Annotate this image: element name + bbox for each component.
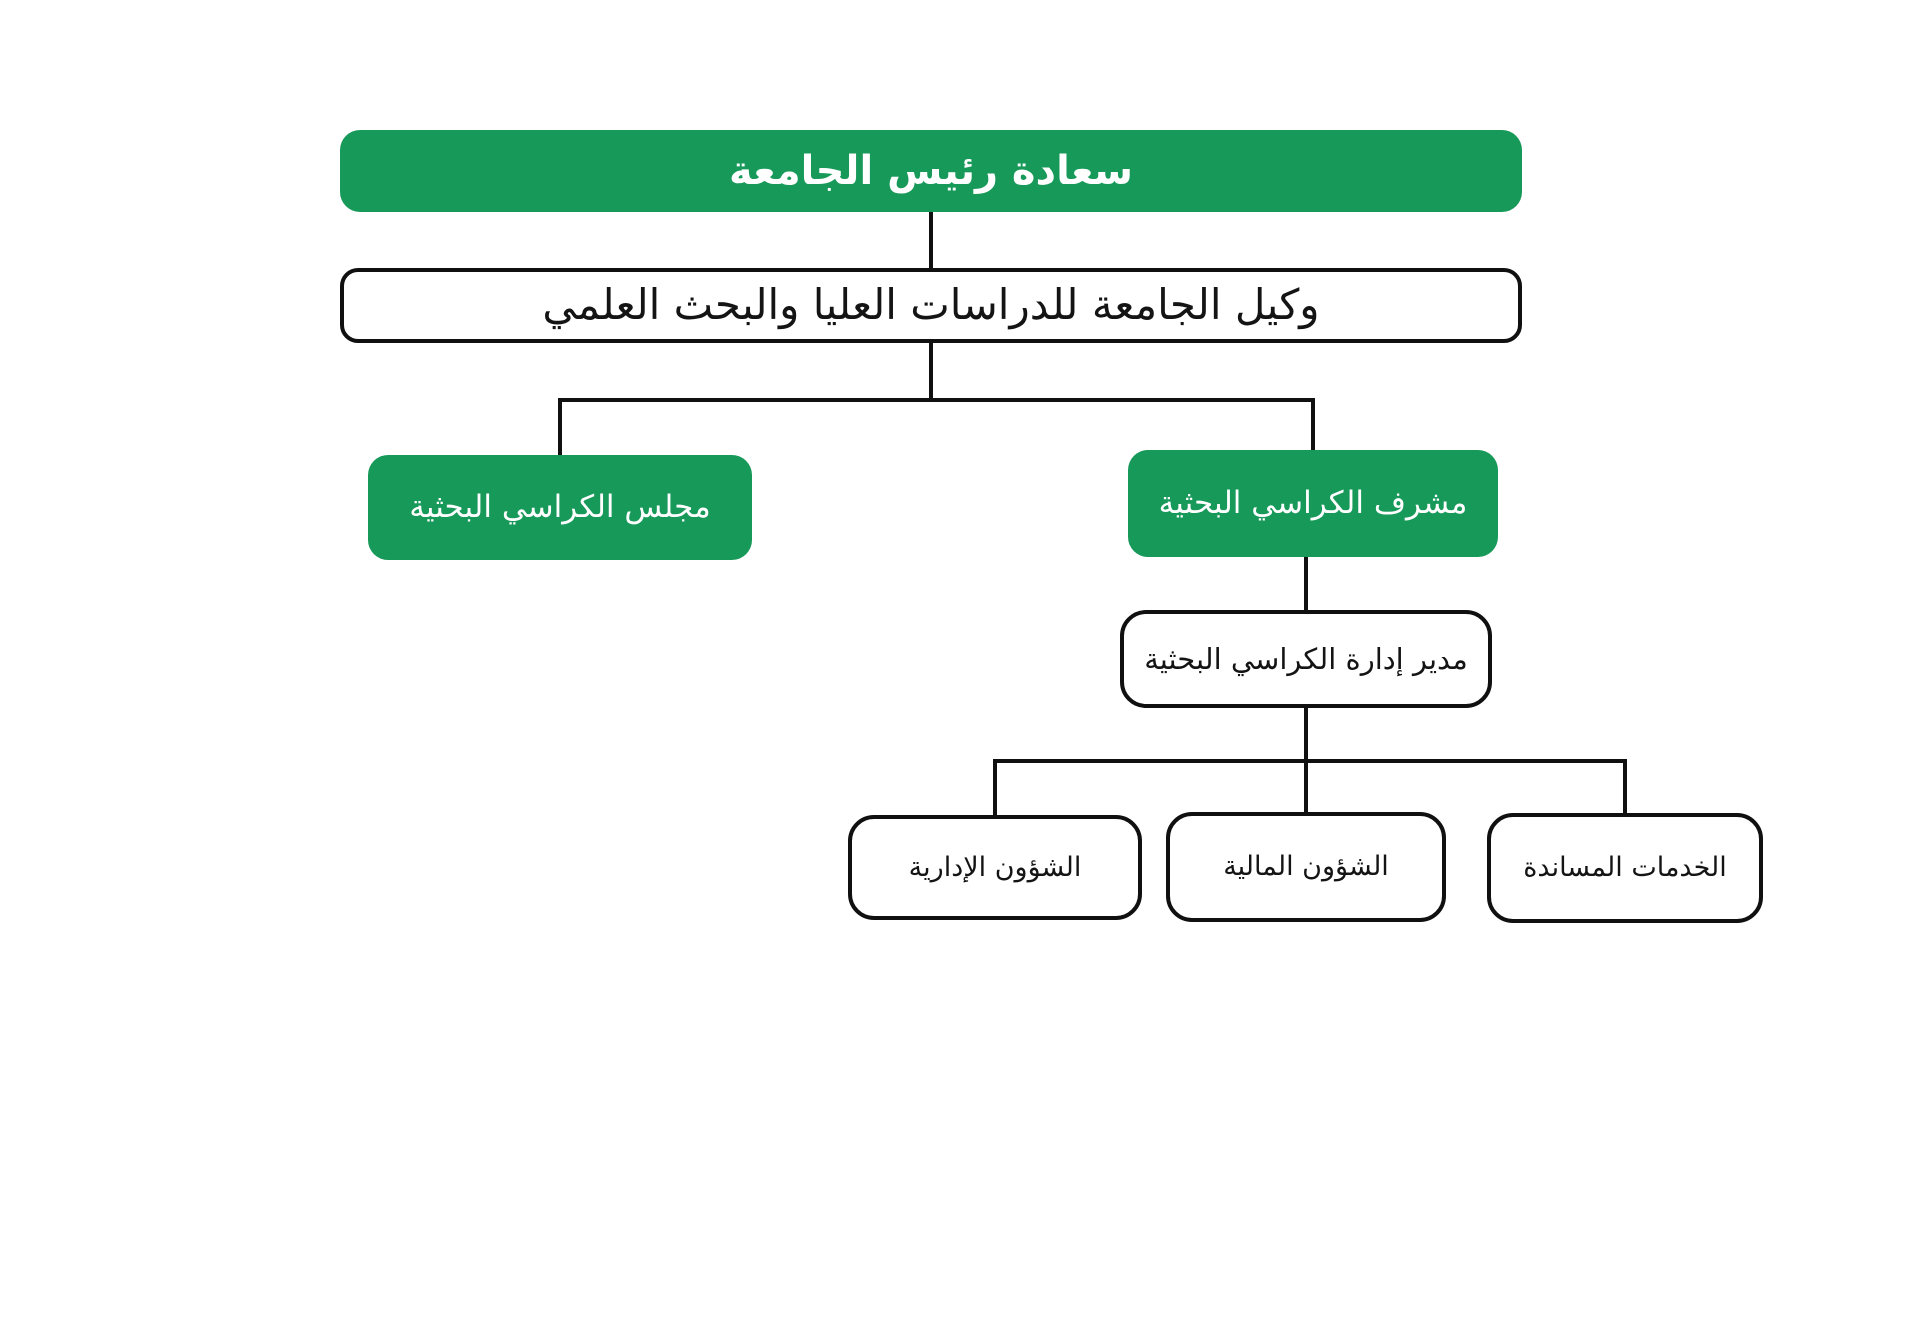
- connector-drop-to-support-services: [1623, 759, 1627, 813]
- node-research-chairs-council: مجلس الكراسي البحثية: [368, 455, 752, 560]
- connector-drop-to-admin-affairs: [993, 759, 997, 815]
- connector-director-stem: [1304, 708, 1308, 761]
- node-support-services: الخدمات المساندة: [1487, 813, 1763, 923]
- connector-drop-to-financial-affairs: [1304, 759, 1308, 812]
- node-research-chairs-director: مدير إدارة الكراسي البحثية: [1120, 610, 1492, 708]
- node-administrative-affairs: الشؤون الإدارية: [848, 815, 1142, 920]
- connector-drop-to-council: [558, 398, 562, 455]
- node-research-chairs-supervisor: مشرف الكراسي البحثية: [1128, 450, 1498, 557]
- connector-supervisor-to-director: [1304, 557, 1308, 610]
- connector-drop-to-supervisor: [1311, 398, 1315, 450]
- node-university-president: سعادة رئيس الجامعة: [340, 130, 1522, 212]
- connector-branch-horizontal-upper: [558, 398, 1315, 402]
- node-vice-president-graduate-studies: وكيل الجامعة للدراسات العليا والبحث العل…: [340, 268, 1522, 343]
- node-financial-affairs: الشؤون المالية: [1166, 812, 1446, 922]
- connector-president-to-vice: [929, 212, 933, 268]
- connector-vice-stem: [929, 343, 933, 400]
- connector-branch-horizontal-lower: [993, 759, 1627, 763]
